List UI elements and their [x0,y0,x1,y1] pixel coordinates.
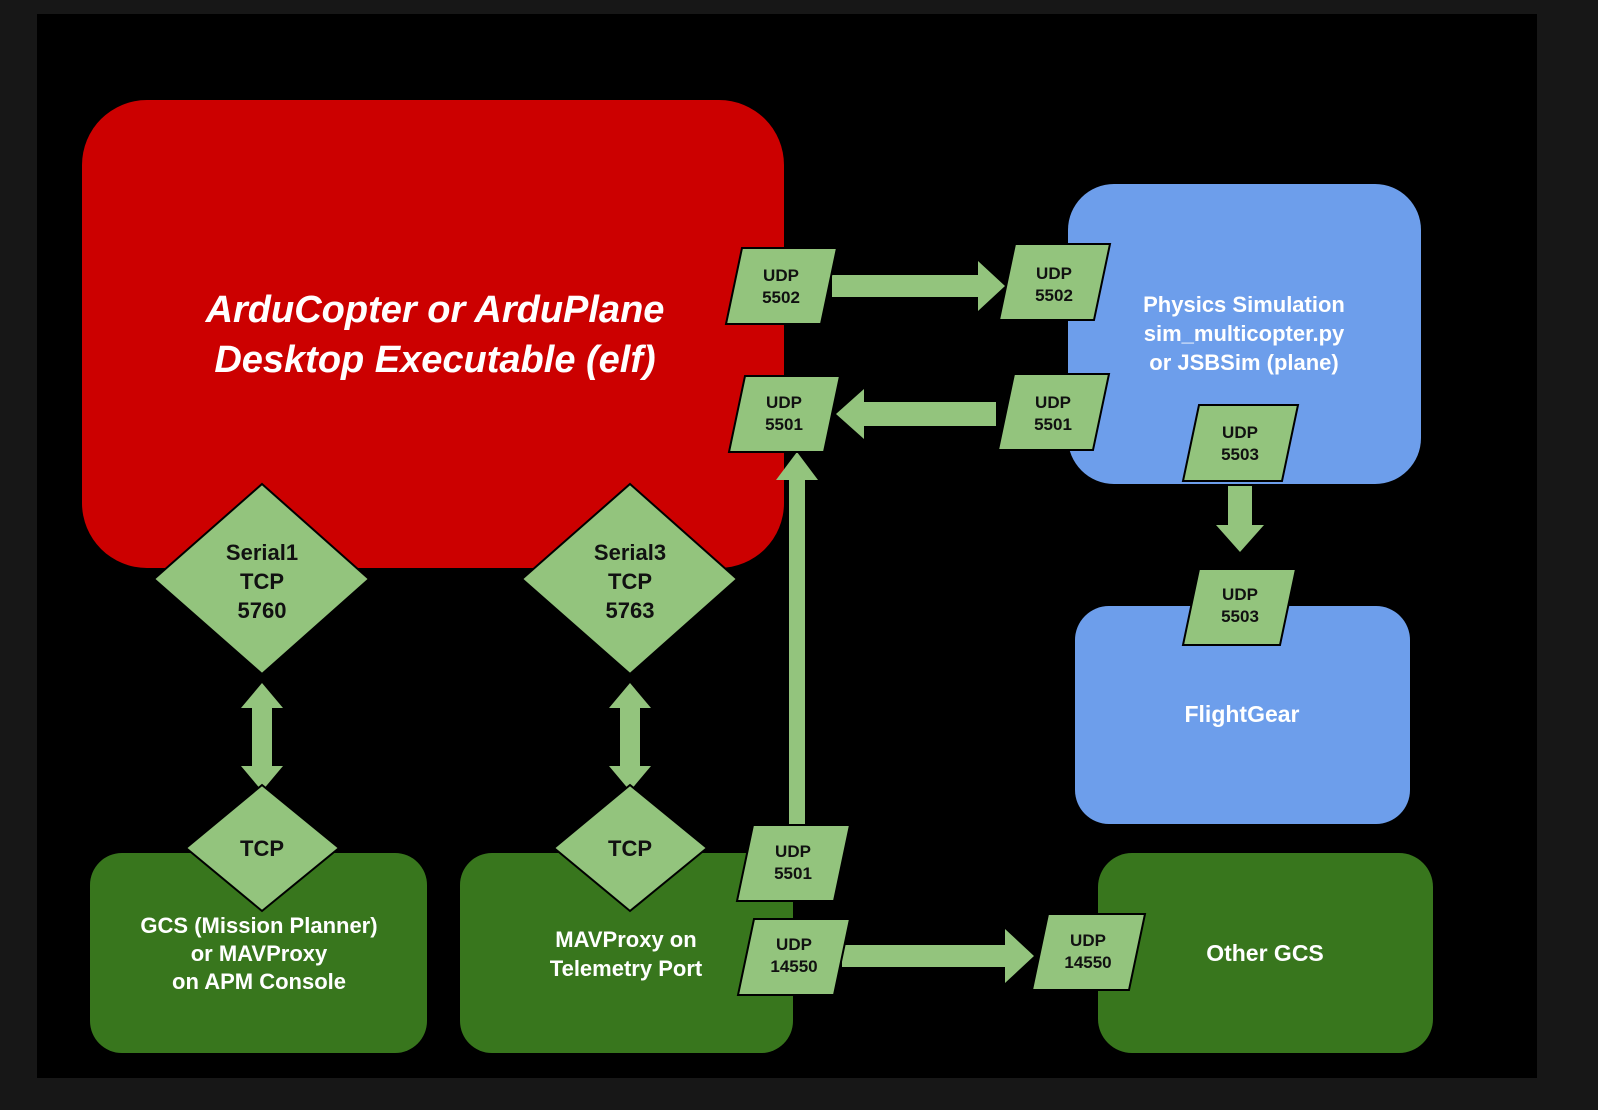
arrow-mavproxy-to-exe [776,452,818,828]
udp-exe-out-proto: UDP [763,266,799,285]
udp-mav-out-proto: UDP [775,842,811,861]
udp-exe-out-shape [724,247,839,325]
other-gcs-box [1098,853,1433,1053]
udp-sim-fg-out-shape [1181,404,1300,482]
mavproxy-box [460,853,793,1053]
executable-box [82,100,784,568]
udp-sim-out-port: 5501 [1034,415,1072,434]
mavproxy-line1: MAVProxy on [555,927,696,952]
udp-fg-in-port: 5503 [1221,607,1259,626]
arrow-mavproxy-to-other-gcs [842,929,1034,983]
mavproxy-line2: Telemetry Port [550,956,703,981]
serial3-tcp-diamond: Serial3 TCP 5763 [520,482,739,676]
gcs-tcp-diamond-shape [184,783,341,913]
serial1-port: 5760 [238,598,287,623]
udp-port-other-in: UDP 14550 [1030,913,1147,991]
udp-mav-out-shape [735,824,852,902]
udp-exe-out-port: 5502 [762,288,800,307]
udp-mav-out-port: 5501 [774,864,812,883]
gcs-tcp-label: TCP [240,836,284,861]
udp-port-fg-in: UDP 5503 [1181,568,1298,646]
arrow-serial3-bidirectional [609,683,651,791]
udp-sim-out-shape [996,373,1111,451]
serial1-proto: TCP [240,569,284,594]
serial1-name: Serial1 [226,540,298,565]
mavproxy-tcp-diamond: TCP [552,783,709,913]
udp-sim-in-shape [997,243,1112,321]
udp-port-sim-fg-out: UDP 5503 [1181,404,1300,482]
other-gcs-label: Other GCS [1206,940,1324,966]
serial1-diamond-shape [152,482,371,676]
udp-other-in-proto: UDP [1070,931,1106,950]
udp-sim-fg-out-proto: UDP [1222,423,1258,442]
executable-title-line2: Desktop Executable (elf) [214,339,655,381]
arrow-sim-to-exe [836,389,996,439]
serial3-name: Serial3 [594,540,666,565]
serial3-diamond-shape [520,482,739,676]
udp-fg-in-proto: UDP [1222,585,1258,604]
udp-port-mav-fwd: UDP 14550 [736,918,852,996]
udp-exe-in-port: 5501 [765,415,803,434]
executable-title-line1: ArduCopter or ArduPlane [205,289,665,331]
udp-fg-in-shape [1181,568,1298,646]
serial1-tcp-diamond: Serial1 TCP 5760 [152,482,371,676]
udp-other-in-port: 14550 [1064,953,1111,972]
udp-sim-fg-out-port: 5503 [1221,445,1259,464]
serial3-proto: TCP [608,569,652,594]
physics-simulation-box [1068,184,1421,484]
flightgear-label: FlightGear [1184,701,1299,727]
physics-sim-line3: or JSBSim (plane) [1149,350,1338,375]
flightgear-box [1075,606,1410,824]
physics-sim-line1: Physics Simulation [1143,292,1345,317]
gcs-console-line2: or MAVProxy [191,941,328,966]
mavproxy-tcp-label: TCP [608,836,652,861]
mavproxy-tcp-diamond-shape [552,783,709,913]
serial3-port: 5763 [606,598,655,623]
udp-sim-in-port: 5502 [1035,286,1073,305]
udp-port-sim-in: UDP 5502 [997,243,1112,321]
gcs-console-line3: on APM Console [172,969,346,994]
gcs-console-line1: GCS (Mission Planner) [140,913,377,938]
gcs-console-box [90,853,427,1053]
udp-exe-in-proto: UDP [766,393,802,412]
gcs-tcp-diamond: TCP [184,783,341,913]
udp-mav-fwd-port: 14550 [770,957,817,976]
udp-exe-in-shape [727,375,842,453]
arrow-sim-to-flightgear [1216,486,1264,552]
udp-port-exe-in: UDP 5501 [727,375,842,453]
udp-mav-fwd-proto: UDP [776,935,812,954]
udp-port-exe-out: UDP 5502 [724,247,839,325]
udp-sim-out-proto: UDP [1035,393,1071,412]
udp-other-in-shape [1030,913,1147,991]
udp-port-mav-out: UDP 5501 [735,824,852,902]
arrow-exe-to-sim [832,261,1005,311]
udp-sim-in-proto: UDP [1036,264,1072,283]
arrow-serial1-bidirectional [241,683,283,791]
udp-port-sim-out: UDP 5501 [996,373,1111,451]
udp-mav-fwd-shape [736,918,852,996]
physics-sim-line2: sim_multicopter.py [1144,321,1345,346]
